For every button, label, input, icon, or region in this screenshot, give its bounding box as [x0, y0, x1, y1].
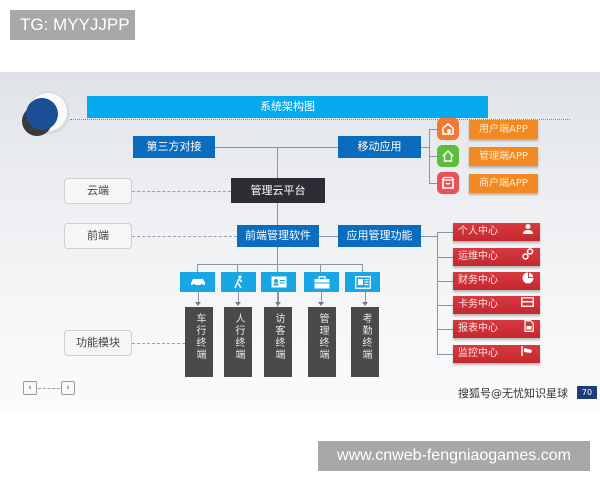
document-icon	[524, 319, 534, 339]
connector	[421, 147, 429, 148]
layer-label-cloud: 云端	[64, 178, 132, 204]
gears-icon	[522, 247, 534, 267]
house-chat-icon	[437, 118, 459, 140]
nav-dashed-line	[38, 388, 60, 389]
connector	[237, 264, 238, 272]
connector	[320, 264, 321, 272]
arrow-down-icon	[195, 302, 201, 306]
center-ops: 运维中心	[453, 247, 540, 267]
center-label: 财务中心	[458, 275, 498, 286]
connector	[278, 292, 279, 302]
sohu-watermark: 搜狐号@无忧知识星球	[458, 387, 568, 400]
news-card-icon	[345, 272, 380, 292]
connector	[429, 183, 437, 184]
title-underline	[70, 119, 570, 120]
user-icon	[522, 223, 534, 242]
connector	[197, 264, 198, 272]
next-slide-button[interactable]: ›	[61, 381, 75, 395]
briefcase-icon	[304, 272, 339, 292]
frontend-software-box: 前端管理软件	[237, 225, 319, 247]
connector	[319, 236, 338, 237]
terminal-visitor: 访客终端	[264, 307, 292, 377]
connector	[365, 292, 366, 302]
url-banner: www.cnweb-fengniaogames.com	[318, 441, 590, 471]
app-management-box: 应用管理功能	[338, 225, 421, 247]
connector	[437, 232, 438, 354]
id-card-icon	[261, 272, 296, 292]
layer-label-frontend: 前端	[64, 223, 132, 249]
car-icon	[180, 272, 215, 292]
terminal-management: 管理终端	[308, 307, 336, 377]
dashed-connector	[132, 343, 185, 344]
arrow-down-icon	[318, 302, 324, 306]
dashed-connector	[132, 236, 237, 237]
terminal-vehicle: 车行终端	[185, 307, 213, 377]
center-label: 卡务中心	[458, 299, 498, 310]
card-icon	[521, 296, 534, 314]
connector	[321, 292, 322, 302]
connector	[197, 264, 362, 265]
connector	[429, 129, 437, 130]
tg-badge: TG: MYYJJPP	[10, 10, 135, 40]
connector	[277, 147, 278, 372]
center-finance: 财务中心	[453, 272, 540, 290]
center-card: 卡务中心	[453, 296, 540, 314]
decor-circle-blue	[26, 98, 58, 130]
center-label: 报表中心	[458, 323, 498, 334]
center-report: 报表中心	[453, 319, 540, 339]
arrow-down-icon	[362, 302, 368, 306]
connector	[238, 292, 239, 302]
mobile-app-box: 移动应用	[338, 136, 421, 158]
center-label: 个人中心	[458, 226, 498, 237]
terminal-pedestrian: 人行终端	[224, 307, 252, 377]
connector	[429, 156, 437, 157]
center-personal: 个人中心	[453, 223, 540, 241]
connector	[437, 281, 453, 282]
terminal-attendance: 考勤终端	[351, 307, 379, 377]
app-label-user: 用户端APP	[469, 120, 538, 139]
connector	[215, 147, 338, 148]
connector	[437, 232, 453, 233]
layer-label-modules: 功能模块	[64, 330, 132, 356]
app-label-merchant: 商户端APP	[469, 174, 538, 193]
connector	[437, 305, 453, 306]
house-icon	[437, 145, 459, 167]
diagram-title: 系统架构图	[87, 96, 488, 118]
third-party-box: 第三方对接	[133, 136, 215, 158]
arrow-down-icon	[275, 302, 281, 306]
center-label: 监控中心	[458, 348, 498, 359]
sohu-badge: 70	[577, 386, 597, 399]
shop-icon	[437, 172, 459, 194]
connector	[437, 354, 453, 355]
connector	[198, 292, 199, 302]
connector	[437, 257, 453, 258]
dashed-connector	[132, 191, 231, 192]
camera-icon	[521, 345, 534, 364]
pie-chart-icon	[522, 272, 534, 291]
prev-slide-button[interactable]: ‹	[23, 381, 37, 395]
connector	[362, 264, 363, 272]
center-label: 运维中心	[458, 251, 498, 262]
cloud-platform-box: 管理云平台	[231, 178, 325, 203]
center-monitor: 监控中心	[453, 345, 540, 363]
connector	[437, 329, 453, 330]
app-label-admin: 管理端APP	[469, 147, 538, 166]
connector	[421, 236, 437, 237]
arrow-down-icon	[235, 302, 241, 306]
walking-person-icon	[221, 272, 256, 292]
